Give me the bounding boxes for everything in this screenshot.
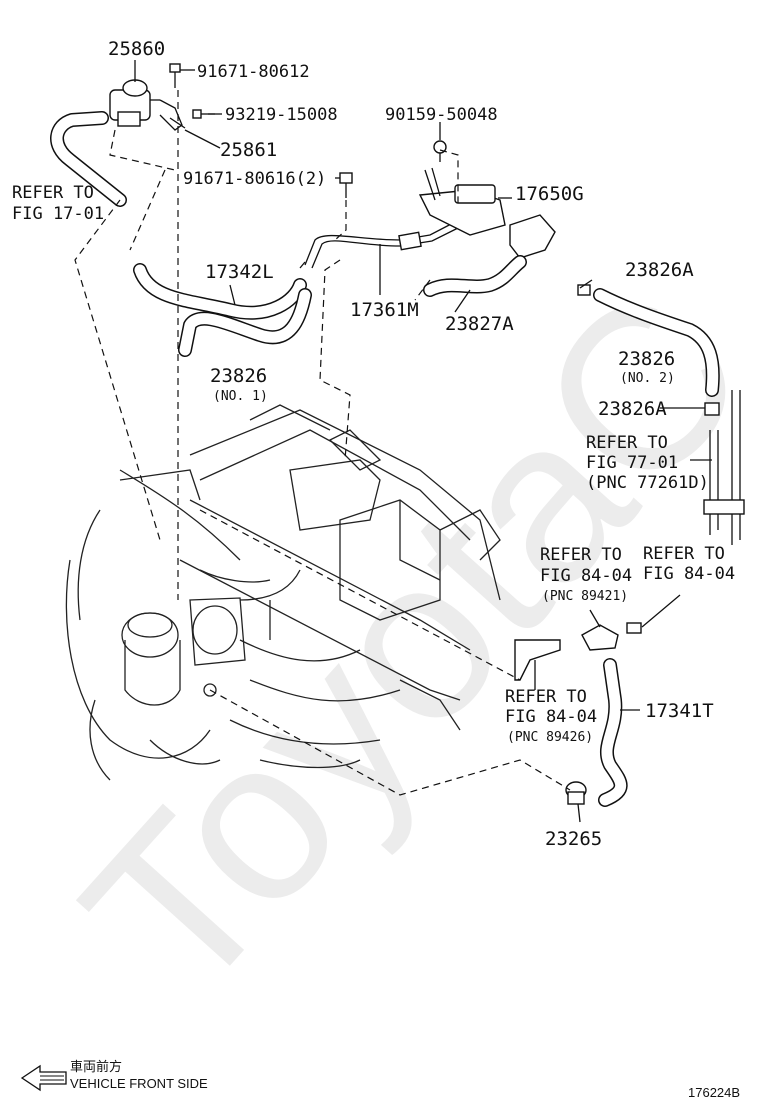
refer-17-01-line2: FIG 17-01 (12, 204, 104, 224)
footer: 車両前方 VEHICLE FRONT SIDE 176224B (20, 1059, 740, 1100)
label-91671-80616: 91671-80616(2) (183, 169, 326, 189)
bolt-91671-80612 (169, 63, 181, 88)
part-labels: 25860 91671-80612 93219-15008 25861 9167… (12, 38, 735, 850)
front-arrow-icon (20, 1064, 67, 1092)
label-17341t: 17341T (645, 700, 714, 722)
refer-84-04-left-line3: (PNC 89421) (542, 589, 628, 604)
clip-23826a-mid (704, 402, 720, 416)
figure-code: 176224B (688, 1085, 740, 1100)
refer-17-01-line1: REFER TO (12, 183, 94, 203)
refer-77-01-line1: REFER TO (586, 433, 668, 453)
refer-84-04-right-line1: REFER TO (643, 544, 725, 564)
refer-84-04-right-line2: FIG 84-04 (643, 564, 735, 584)
label-17650g: 17650G (515, 183, 584, 205)
refer-84-04-bottom-line1: REFER TO (505, 687, 587, 707)
leader-lines (74, 60, 712, 823)
label-25860: 25860 (108, 38, 165, 60)
label-23826-no2-sub: (NO. 2) (620, 371, 675, 386)
vsv-17650g (418, 167, 556, 259)
hose-23826-no1 (178, 288, 312, 357)
hose-17341t (598, 658, 628, 807)
bolt-91671-80616 (339, 172, 353, 198)
label-90159-50048: 90159-50048 (385, 105, 498, 125)
direction-jp: 車両前方 (70, 1059, 122, 1074)
pipe-17361m (304, 209, 484, 269)
pipes-fig-77-01 (703, 390, 745, 545)
label-23265: 23265 (545, 828, 602, 850)
label-23826-no2: 23826 (618, 348, 675, 370)
label-23826-no1: 23826 (210, 365, 267, 387)
label-23827a: 23827A (445, 313, 514, 335)
hose-17342l (133, 263, 307, 320)
clip-23826a-top (577, 284, 591, 296)
bracket-89426 (514, 639, 561, 681)
label-17342l: 17342L (205, 261, 274, 283)
label-25861: 25861 (220, 139, 277, 161)
label-23826a-mid: 23826A (598, 398, 667, 420)
engine-outline (65, 404, 501, 781)
refer-77-01-line3: (PNC 77261D) (586, 473, 709, 493)
refer-84-04-bottom-line3: (PNC 89426) (507, 730, 593, 745)
hose-to-fig-17-01 (50, 111, 127, 207)
hose-23826-no2 (593, 288, 720, 397)
sensor-23265 (565, 781, 587, 805)
refer-84-04-left-line2: FIG 84-04 (540, 566, 632, 586)
refer-77-01-line2: FIG 77-01 (586, 453, 678, 473)
refer-84-04-left-line1: REFER TO (540, 545, 622, 565)
hose-23827a (423, 255, 527, 297)
label-23826a-top: 23826A (625, 259, 694, 281)
bracket-25861 (159, 99, 186, 131)
vsv-25860 (109, 79, 160, 127)
label-91671-80612: 91671-80612 (197, 62, 310, 82)
sensor-89421 (581, 622, 642, 651)
refer-84-04-bottom-line2: FIG 84-04 (505, 707, 597, 727)
label-23826-no1-sub: (NO. 1) (213, 389, 268, 404)
bolt-90159-50048 (433, 140, 447, 162)
direction-en: VEHICLE FRONT SIDE (70, 1076, 208, 1091)
label-93219-15008: 93219-15008 (225, 105, 338, 125)
label-17361m: 17361M (350, 299, 419, 321)
